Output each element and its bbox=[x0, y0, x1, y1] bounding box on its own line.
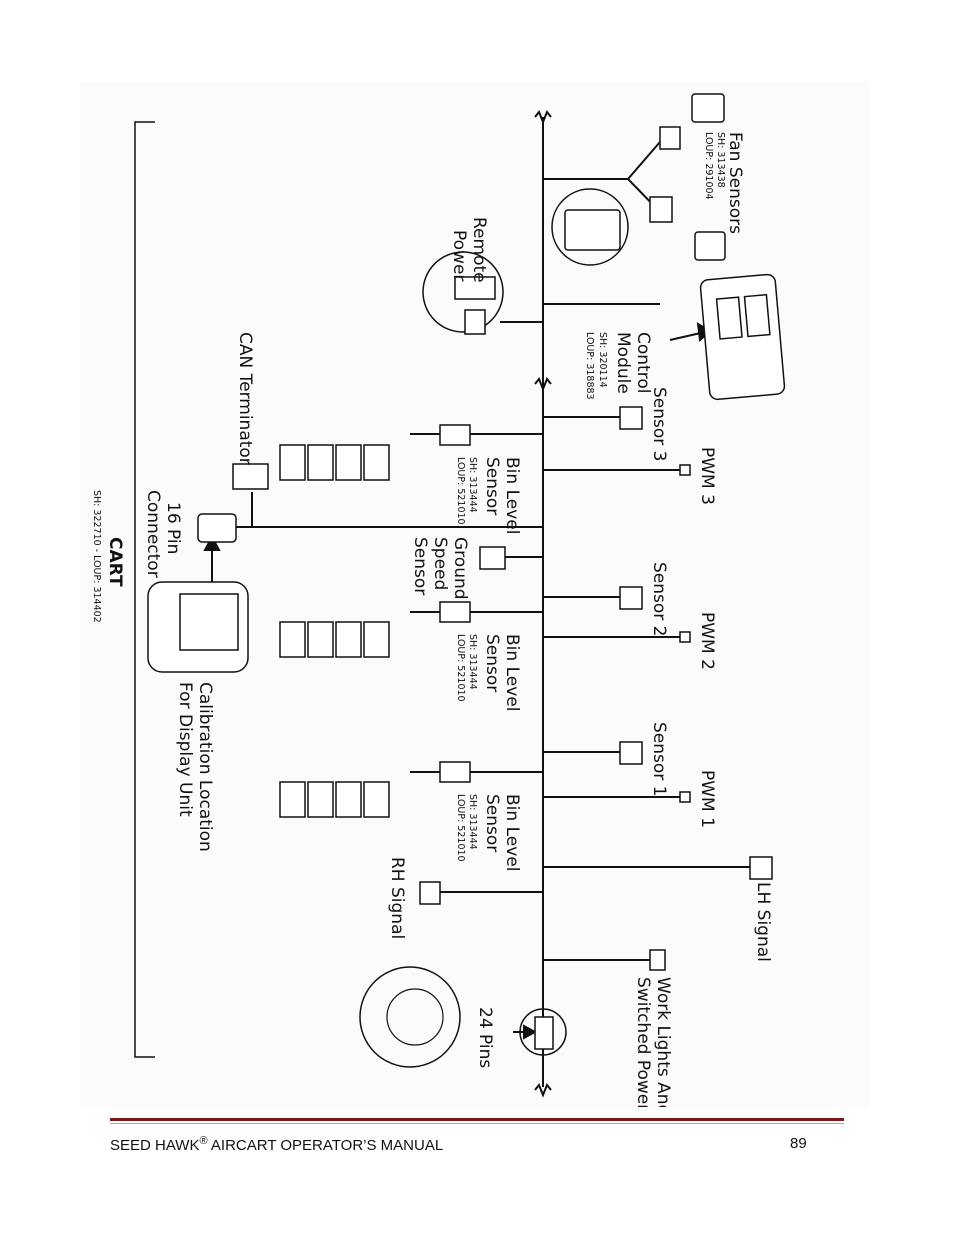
lh-signal-label: LH Signal bbox=[753, 882, 773, 962]
calibration-label-2: For Display Unit bbox=[175, 682, 195, 817]
bin-level-1-connector bbox=[439, 424, 471, 446]
ground-speed-connector bbox=[479, 546, 506, 570]
ground-speed-label-1: Ground bbox=[450, 537, 470, 600]
lh-signal-connector bbox=[749, 856, 773, 880]
remote-power-label-2: Power bbox=[449, 230, 469, 281]
work-lights-connector bbox=[649, 949, 666, 971]
bin-level-3-label-2: Sensor bbox=[482, 794, 502, 852]
fan-sensors-label: Fan Sensors bbox=[725, 132, 745, 234]
bin-level-2-connector bbox=[439, 601, 471, 623]
work-lights-label-2: Switched Power bbox=[633, 977, 653, 1107]
pin16-label-1: 16 Pin bbox=[163, 502, 183, 554]
break-mark-middle bbox=[534, 377, 552, 392]
rh-signal-connector bbox=[419, 881, 441, 905]
fan-sensors-sh: SH: 313438 bbox=[715, 132, 726, 188]
work-lights-label-1: Work Lights And bbox=[653, 977, 673, 1107]
sensor-2-connector bbox=[619, 586, 643, 610]
cart-bracket bbox=[134, 121, 155, 1058]
footer-rule-thin bbox=[110, 1123, 844, 1124]
pins-24-label: 24 Pins bbox=[475, 1007, 495, 1068]
wiring-diagram-svg: Fan Sensors SH: 313438 LOUP: 291004 Remo… bbox=[91, 93, 786, 1107]
sensor-2-label: Sensor 2 bbox=[649, 562, 669, 637]
pin16-label-2: Connector bbox=[143, 490, 163, 578]
sensor-3-label: Sensor 3 bbox=[649, 387, 669, 462]
ground-speed-label-2: Speed bbox=[430, 537, 450, 590]
bin-level-1-label-2: Sensor bbox=[482, 457, 502, 515]
control-module-label-1: Control bbox=[633, 332, 653, 393]
fan-sensor-detail-circle bbox=[551, 188, 629, 266]
sensor-1-connector bbox=[619, 741, 643, 765]
cart-label: CART bbox=[105, 537, 125, 587]
break-mark-bottom bbox=[534, 1083, 552, 1098]
bin-level-2-label-1: Bin Level bbox=[502, 634, 522, 711]
fan-sensor-plug-top bbox=[691, 93, 725, 123]
remote-power-detail-circle bbox=[422, 251, 504, 333]
footer-manual-title: AIRCART OPERATOR’S MANUAL bbox=[207, 1137, 444, 1154]
ground-speed-label-3: Sensor bbox=[410, 537, 430, 595]
pwm-2-label: PWM 2 bbox=[697, 612, 717, 670]
rh-signal-label: RH Signal bbox=[387, 857, 407, 939]
bin-level-1-loup: LOUP: 521010 bbox=[455, 457, 466, 525]
bin-level-1-sh: SH: 313444 bbox=[467, 457, 478, 513]
sensor-1-label: Sensor 1 bbox=[649, 722, 669, 797]
pwm-1-label: PWM 1 bbox=[697, 770, 717, 828]
pwm-3-label: PWM 3 bbox=[697, 447, 717, 505]
footer-rule bbox=[110, 1118, 844, 1121]
connector-16-pin bbox=[197, 513, 237, 543]
bin-level-3-loup: LOUP: 521010 bbox=[455, 794, 466, 862]
bin-level-1-label-1: Bin Level bbox=[502, 457, 522, 534]
bin-level-2-label-2: Sensor bbox=[482, 634, 502, 692]
control-module-loup: LOUP: 318883 bbox=[584, 332, 595, 400]
can-terminator-label: CAN Terminator bbox=[235, 332, 255, 465]
fan-sensors-loup: LOUP: 291004 bbox=[703, 132, 714, 200]
control-module-sh: SH: 320114 bbox=[597, 332, 608, 388]
pins-24-detail-circle bbox=[359, 966, 461, 1068]
fan-sensor-plug-bottom bbox=[694, 231, 726, 261]
bin-level-2-loup: LOUP: 521010 bbox=[455, 634, 466, 702]
sensor-3-connector bbox=[619, 406, 643, 430]
footer-registered-mark: ® bbox=[199, 1135, 208, 1147]
break-mark-top bbox=[534, 110, 552, 125]
bin-level-3-connector bbox=[439, 761, 471, 783]
cart-sh-label: SH: 322710 - LOUP: 314402 bbox=[91, 490, 102, 623]
footer-title: SEED HAWK® AIRCART OPERATOR’S MANUAL bbox=[110, 1135, 443, 1154]
footer-brand: SEED HAWK bbox=[110, 1137, 200, 1154]
wiring-diagram: Fan Sensors SH: 313438 LOUP: 291004 Remo… bbox=[80, 82, 870, 1107]
pins-24-connector bbox=[534, 1016, 554, 1050]
bin-level-3-sh: SH: 313444 bbox=[467, 794, 478, 850]
control-module-label-2: Module bbox=[613, 332, 633, 394]
bin-level-2-sh: SH: 313444 bbox=[467, 634, 478, 690]
can-terminator-box bbox=[232, 463, 269, 490]
bin-level-3-label-1: Bin Level bbox=[502, 794, 522, 871]
remote-power-label-1: Remote bbox=[469, 217, 489, 283]
calibration-label-1: Calibration Location bbox=[195, 682, 215, 852]
page-number: 89 bbox=[790, 1135, 807, 1152]
